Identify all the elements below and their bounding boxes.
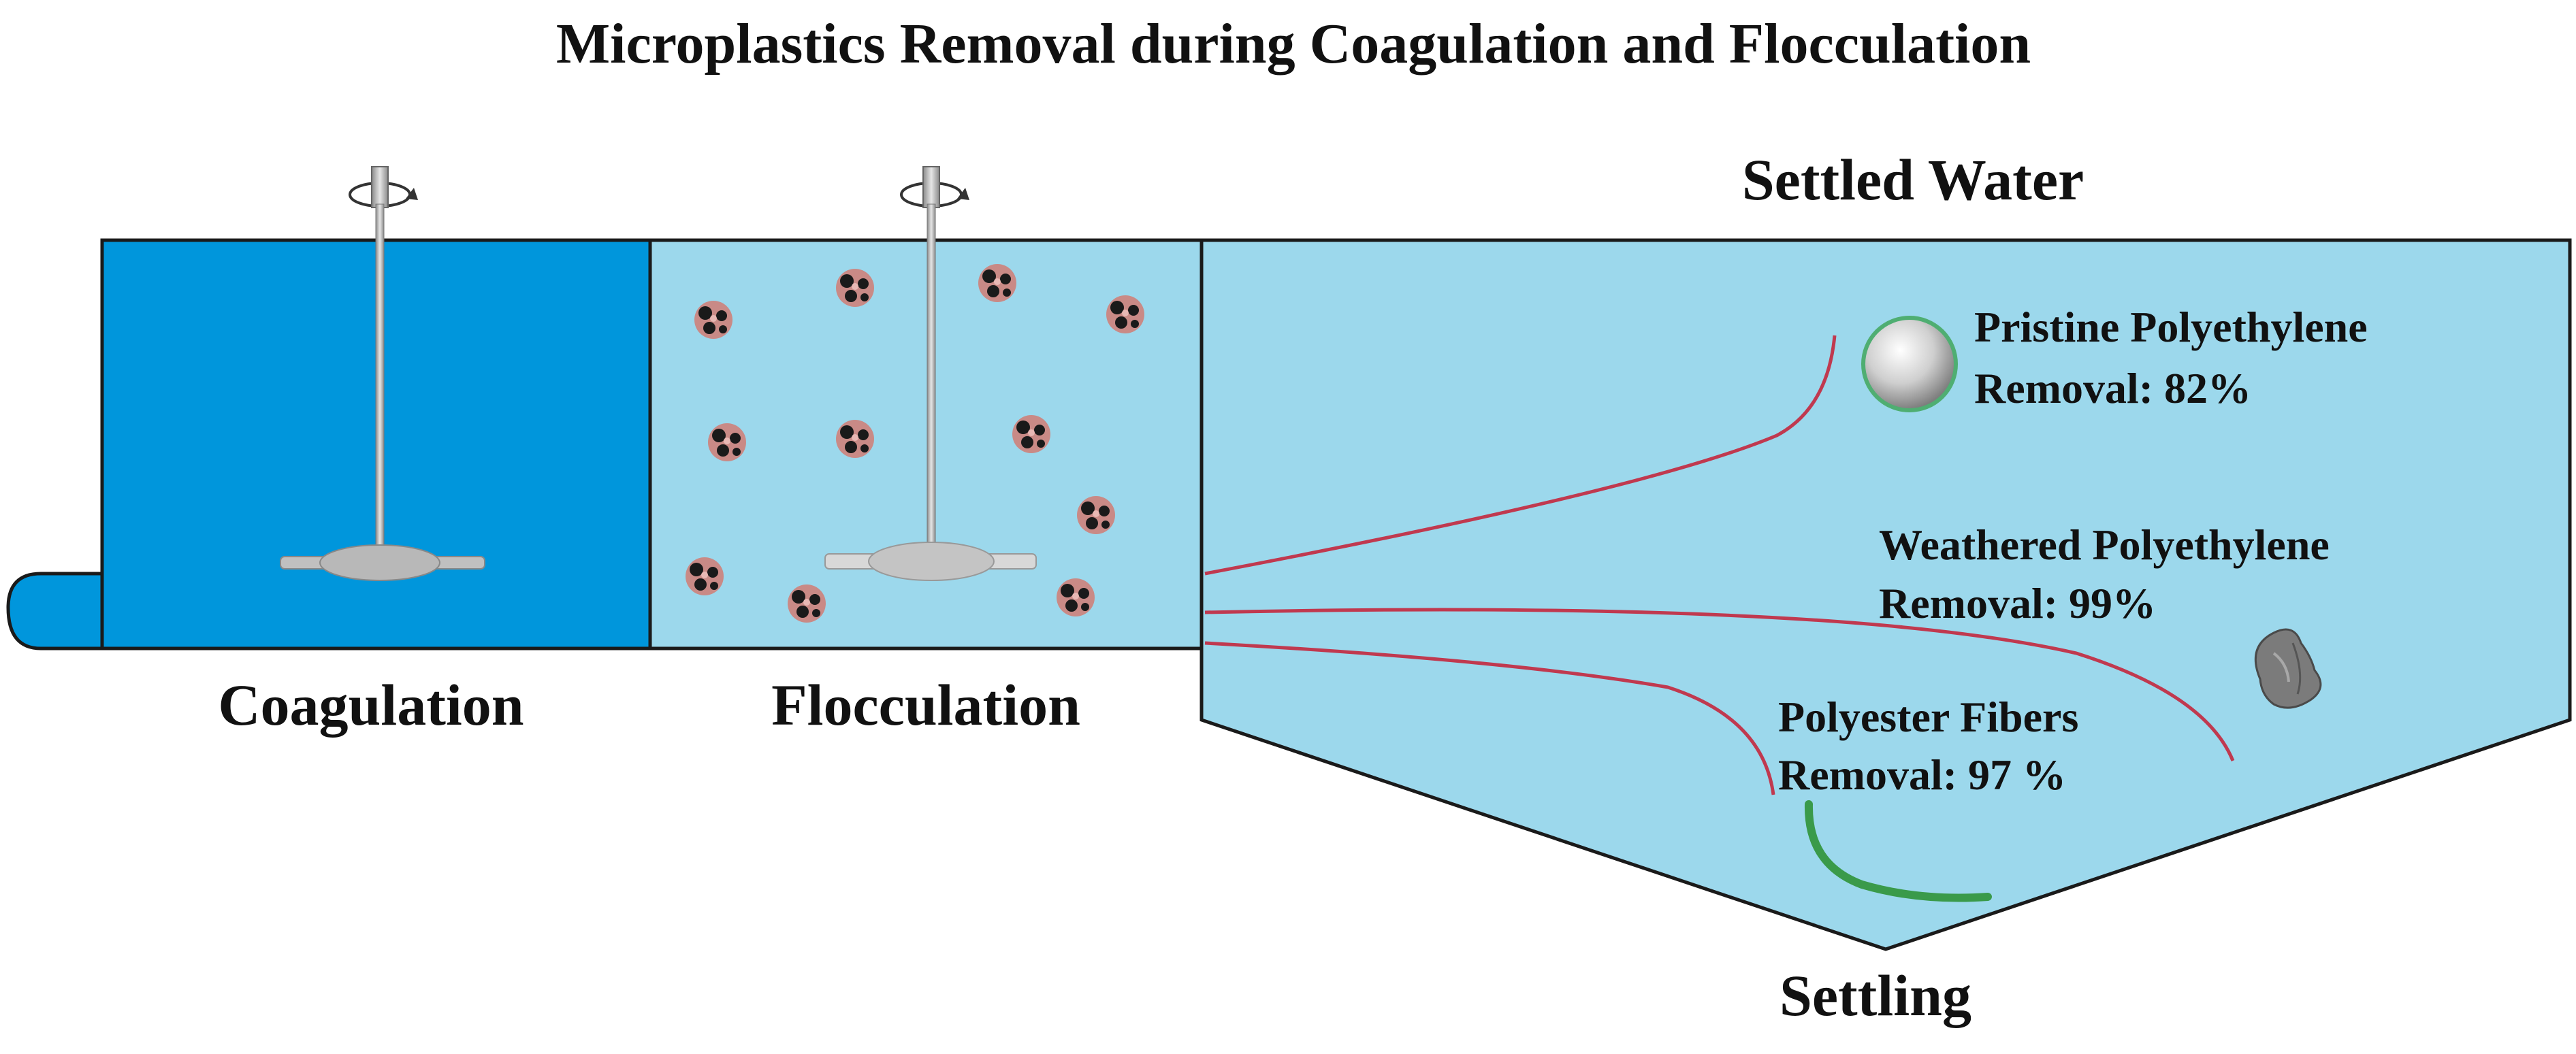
floc-particle-icon [694, 301, 732, 339]
floc-particle-icon [1012, 415, 1050, 453]
floc-particle-icon [1077, 496, 1115, 534]
fiber-name-label: Polyester Fibers [1778, 693, 2078, 741]
settled-water-label: Settled Water [1742, 147, 2084, 212]
coagulation-mixer [280, 166, 485, 581]
floc-particle-icon [788, 584, 826, 623]
fiber-removal-label: Removal: 97 % [1778, 751, 2066, 799]
floc-particle-icon [686, 557, 724, 595]
settling-tank [1200, 238, 2572, 951]
inlet-pipe [6, 572, 104, 650]
diagram-title: Microplastics Removal during Coagulation… [556, 12, 2031, 76]
floc-particle-icon [1106, 295, 1144, 333]
floc-particle-icon [1057, 578, 1095, 616]
impeller-mixer-icon [280, 544, 485, 581]
mixer-shaft [927, 203, 936, 548]
impeller-mixer-icon [824, 542, 1037, 581]
floc-particle-icon [978, 264, 1016, 302]
mixer-motor-housing [922, 166, 940, 208]
weathered-path-line [1204, 608, 2235, 761]
floc-particle-icon [708, 423, 746, 461]
floc-particle-icon [836, 420, 874, 458]
coagulation-label: Coagulation [218, 672, 524, 738]
particle-path-lines [1204, 335, 2235, 795]
pristine-path-line [1204, 335, 1837, 576]
weathered-removal-label: Removal: 99% [1879, 579, 2156, 627]
fiber-path-line [1204, 641, 1775, 795]
flocculation-label: Flocculation [771, 672, 1080, 738]
flocculation-mixer [824, 166, 1037, 581]
pristine-removal-label: Removal: 82% [1974, 364, 2251, 412]
weathered-name-label: Weathered Polyethylene [1879, 521, 2330, 569]
floc-particle-icon [836, 269, 874, 307]
pristine-polyethylene-sphere-icon [1861, 316, 1958, 412]
settling-label: Settling [1780, 963, 1971, 1028]
weathered-polyethylene-fragment-icon [2254, 628, 2322, 709]
polyester-fiber-icon [1804, 800, 1992, 902]
mixer-shaft [375, 203, 385, 559]
pristine-name-label: Pristine Polyethylene [1974, 303, 2368, 351]
mixer-motor-housing [371, 166, 389, 208]
